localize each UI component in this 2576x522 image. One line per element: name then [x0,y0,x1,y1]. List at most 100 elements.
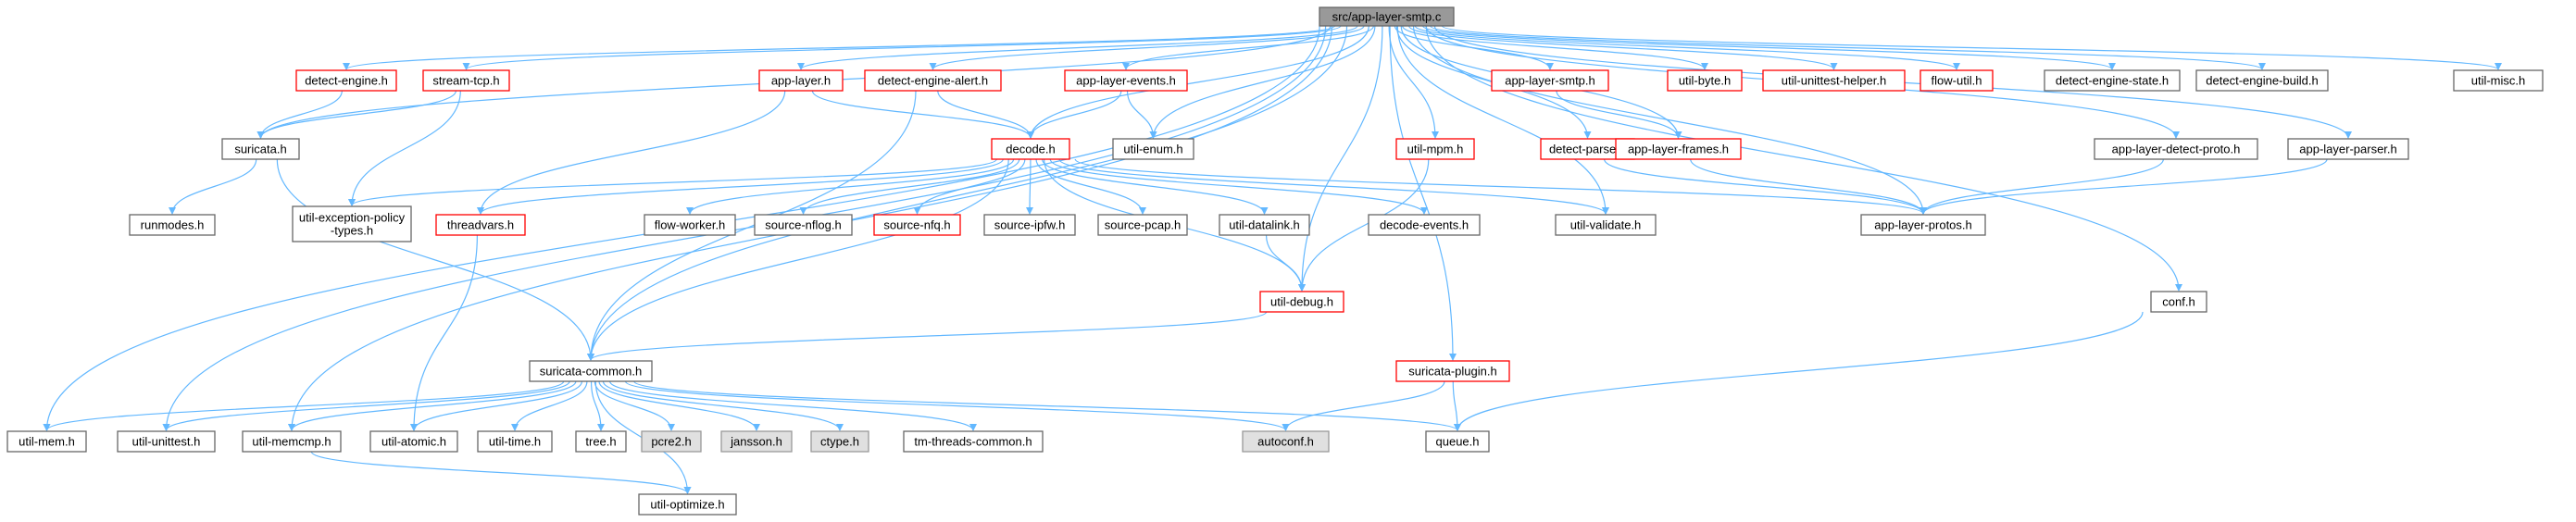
node-label: source-nfq.h [883,218,950,232]
node-source-ipfw[interactable]: source-ipfw.h [983,214,1076,236]
node-stream-tcp[interactable]: stream-tcp.h [422,69,510,92]
node-box [369,430,458,453]
node-label: tree.h [585,435,616,449]
node-util-datalink[interactable]: util-datalink.h [1219,214,1310,236]
node-source-pcap[interactable]: source-pcap.h [1097,214,1188,236]
node-suricata-plugin[interactable]: suricata-plugin.h [1395,360,1510,382]
edge-suricata-plugin-to-autoconf [1282,380,1445,431]
node-util-time[interactable]: util-time.h [477,430,553,453]
node-source-nflog[interactable]: source-nflog.h [754,214,853,236]
node-label: util-mpm.h [1407,143,1464,156]
edge-decode-to-threadvars [477,158,1004,215]
node-util-exception-policy[interactable]: util-exception-policy-types.h [292,205,412,242]
edge-suricata-plugin-to-queue [1452,380,1461,431]
node-box [529,360,653,382]
edge-stream-tcp-to-suricata [256,90,456,139]
node-decode[interactable]: decode.h [991,138,1070,160]
node-util-enum[interactable]: util-enum.h [1112,138,1194,160]
node-util-mpm[interactable]: util-mpm.h [1395,138,1475,160]
node-detect-parse[interactable]: detect-parse.h [1540,138,1635,160]
node-app-layer-events[interactable]: app-layer-events.h [1064,69,1188,92]
node-app-layer-detect-proto[interactable]: app-layer-detect-proto.h [2094,138,2258,160]
node-label: util-enum.h [1123,143,1182,156]
node-box [1242,430,1330,453]
node-box [1097,214,1188,236]
node-app-layer-smtp[interactable]: app-layer-smtp.h [1491,69,1609,92]
node-util-mem[interactable]: util-mem.h [6,430,87,453]
node-conf[interactable]: conf.h [2150,291,2207,313]
node-runmodes[interactable]: runmodes.h [129,214,216,236]
edge-decode-to-flow-worker [686,158,1015,215]
node-flow-worker[interactable]: flow-worker.h [644,214,736,236]
edge-suricata-common-to-autoconf [624,380,1290,431]
node-box [1219,214,1310,236]
node-box [2044,69,2181,92]
edge-root-to-app-layer-events [1122,25,1375,70]
node-detect-engine-state[interactable]: detect-engine-state.h [2044,69,2181,92]
node-label: src/app-layer-smtp.c [1332,10,1442,24]
node-label: decode-events.h [1380,218,1469,232]
edge-app-layer-to-threadvars [477,90,786,215]
node-label: util-unittest.h [132,435,201,449]
edge-util-mpm-to-util-debug [1298,158,1430,292]
node-util-atomic[interactable]: util-atomic.h [369,430,458,453]
node-pcre2[interactable]: pcre2.h [641,430,702,453]
node-app-layer-protos[interactable]: app-layer-protos.h [1860,214,1986,236]
node-box [2453,69,2544,92]
node-label: detect-engine-build.h [2206,74,2318,88]
node-box [1491,69,1609,92]
node-label: util-byte.h [1679,74,1731,88]
node-label: util-time.h [489,435,541,449]
node-queue[interactable]: queue.h [1425,430,1490,453]
node-label: runmodes.h [141,218,205,232]
node-label: decode.h [1006,143,1056,156]
edge-decode-to-util-validate [1058,158,1609,215]
node-label: pcre2.h [651,435,691,449]
node-util-unittest[interactable]: util-unittest.h [117,430,216,453]
edge-decode-to-util-datalink [1042,158,1269,215]
node-label: util-atomic.h [381,435,446,449]
node-util-unittest-helper[interactable]: util-unittest-helper.h [1762,69,1906,92]
node-tm-threads-common[interactable]: tm-threads-common.h [903,430,1044,453]
node-decode-events[interactable]: decode-events.h [1368,214,1481,236]
node-flow-util[interactable]: flow-util.h [1919,69,1994,92]
node-jansson[interactable]: jansson.h [720,430,793,453]
edge-root-to-util-enum [1149,25,1376,139]
node-util-debug[interactable]: util-debug.h [1259,291,1344,313]
node-util-memcmp[interactable]: util-memcmp.h [242,430,342,453]
edge-app-layer-detect-proto-to-app-layer-protos [1919,158,2164,215]
edge-detect-engine-to-suricata [256,90,343,139]
node-source-nfq[interactable]: source-nfq.h [873,214,961,236]
node-label: util-validate.h [1570,218,1642,232]
edge-suricata-common-to-tree [590,380,605,431]
node-detect-engine[interactable]: detect-engine.h [295,69,397,92]
node-util-optimize[interactable]: util-optimize.h [638,493,737,516]
edge-root-to-util-misc [1441,25,2502,70]
node-app-layer-frames[interactable]: app-layer-frames.h [1615,138,1742,160]
node-suricata[interactable]: suricata.h [221,138,300,160]
node-box [292,205,412,242]
node-app-layer[interactable]: app-layer.h [758,69,844,92]
node-ctype[interactable]: ctype.h [810,430,869,453]
node-util-misc[interactable]: util-misc.h [2453,69,2544,92]
node-detect-engine-build[interactable]: detect-engine-build.h [2195,69,2329,92]
edge-root-to-util-validate [1396,25,1609,215]
node-box [1667,69,1743,92]
node-label: app-layer-detect-proto.h [2112,143,2241,156]
node-app-layer-parser[interactable]: app-layer-parser.h [2287,138,2409,160]
node-util-validate[interactable]: util-validate.h [1555,214,1657,236]
node-autoconf[interactable]: autoconf.h [1242,430,1330,453]
node-suricata-common[interactable]: suricata-common.h [529,360,653,382]
node-root[interactable]: src/app-layer-smtp.c [1319,6,1455,27]
node-box [1860,214,1986,236]
node-box [754,214,853,236]
edge-decode-to-app-layer-protos [1074,158,1927,215]
node-detect-engine-alert[interactable]: detect-engine-alert.h [864,69,1002,92]
node-tree[interactable]: tree.h [575,430,627,453]
node-box [129,214,216,236]
edge-detect-engine-alert-to-suricata-common [587,90,917,361]
node-box [295,69,397,92]
node-util-byte[interactable]: util-byte.h [1667,69,1743,92]
edge-suricata-common-to-queue [633,380,1461,431]
node-threadvars[interactable]: threadvars.h [435,214,526,236]
